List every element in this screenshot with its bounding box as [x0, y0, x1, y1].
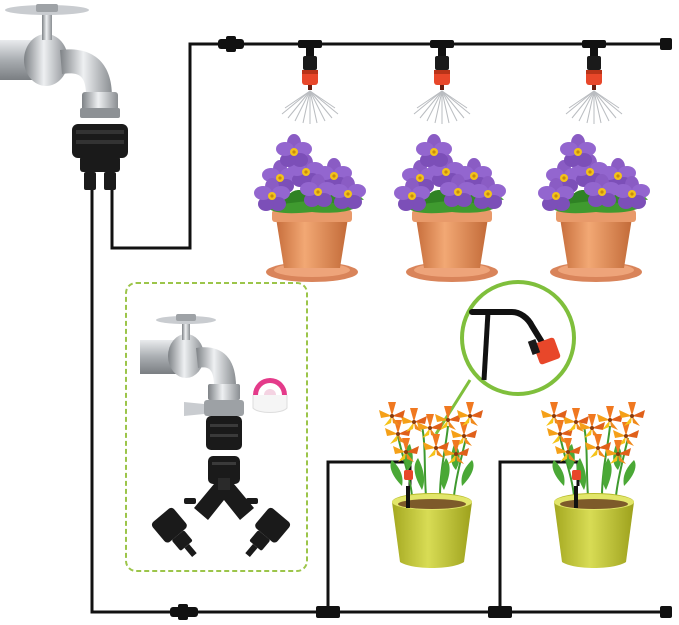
tee-connector-icon — [582, 40, 606, 56]
shutoff-valve — [184, 400, 244, 450]
faucet-icon — [0, 4, 120, 118]
violet-pot-icon — [254, 134, 366, 282]
mist-nozzle-icon — [282, 56, 338, 124]
faucet-adapter — [72, 124, 128, 190]
y-splitter-icon — [150, 456, 291, 564]
violet-pot-icon — [394, 134, 506, 282]
mist-nozzle-icon — [414, 56, 470, 124]
violet-pot-icon — [538, 134, 650, 282]
ptfe-tape-icon — [253, 378, 287, 413]
tee-connector-icon — [430, 40, 454, 56]
lily-pot-icon — [379, 402, 483, 568]
mist-nozzle-icon — [566, 56, 622, 124]
faucet-icon — [140, 314, 240, 400]
lily-pot-icon — [541, 402, 645, 568]
tee-connector-icon — [298, 40, 322, 56]
